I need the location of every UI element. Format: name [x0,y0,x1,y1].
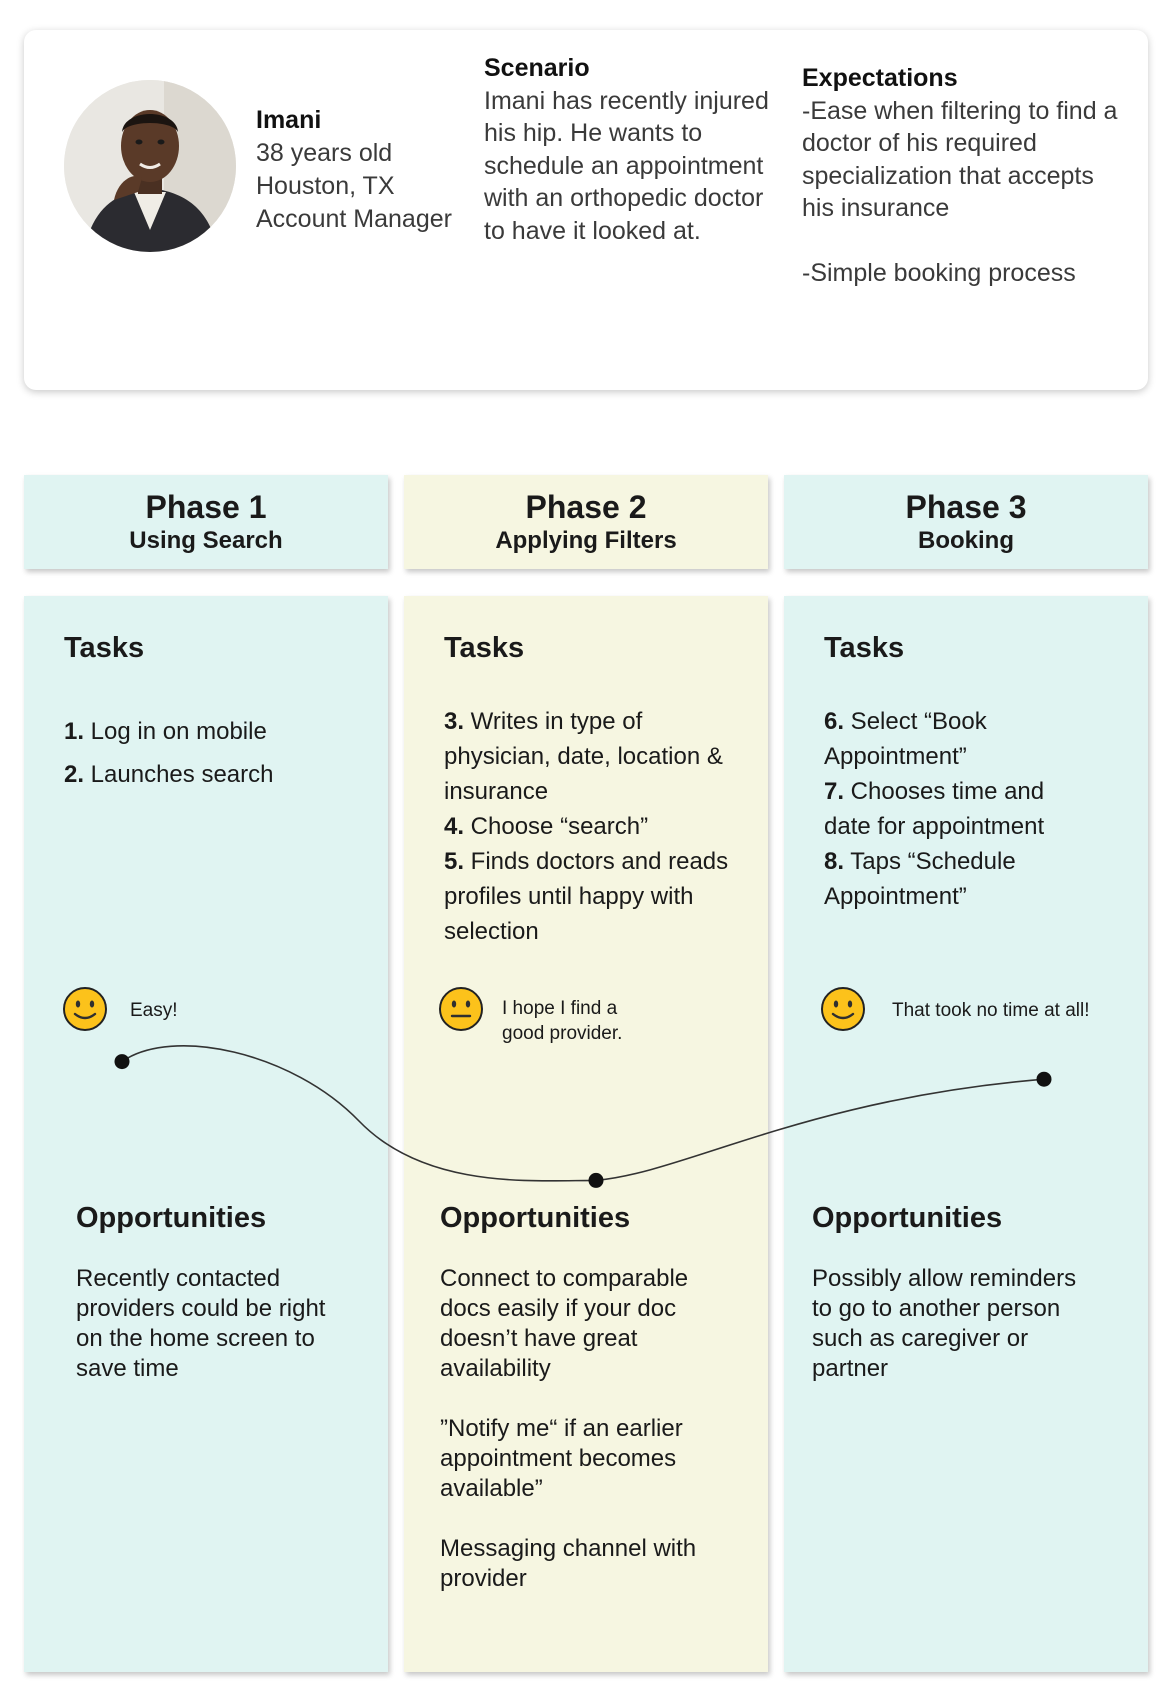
persona-details: Imani 38 years old Houston, TX Account M… [256,104,452,236]
opportunities-list: Connect to comparable docs easily if you… [440,1264,715,1624]
opportunities-heading: Opportunities [76,1202,267,1234]
persona-avatar [64,80,236,252]
scenario-heading: Scenario [484,54,590,82]
task-item: 4. Choose “search” [444,813,649,840]
scenario-section: Scenario Imani has recently injured his … [484,52,784,247]
tasks-heading: Tasks [444,632,525,664]
task-item: 8. Taps “Schedule Appointment” [824,848,1016,910]
opportunities-heading: Opportunities [440,1202,631,1234]
phase-subtitle: Applying Filters [495,527,677,554]
expectations-section: Expectations -Ease when filtering to fin… [802,62,1122,289]
opportunities-heading: Opportunities [812,1202,1003,1234]
phase-subtitle: Booking [918,527,1014,554]
phase-column-2: Tasks 3. Writes in type of physician, da… [404,596,768,1672]
feeling-text: I hope I find a good provider. [502,998,623,1044]
expectation-item: -Ease when filtering to find a doctor of… [802,96,1118,223]
smiling-face-icon [821,987,865,1031]
persona-job: Account Manager [256,205,452,233]
persona-location: Houston, TX [256,172,395,200]
phase-title: Phase 1 [145,489,267,525]
persona-age: 38 years old [256,139,393,167]
feeling-text: Easy! [130,1000,178,1021]
opportunity-item: Recently contacted providers could be ri… [76,1265,326,1382]
task-item: 6. Select “Book Appointment” [824,708,987,770]
task-item: 5. Finds doctors and reads profiles unti… [444,848,729,945]
opportunity-item: Messaging channel with provider [440,1535,697,1592]
phase-title: Phase 2 [525,489,647,525]
task-item: 1. Log in on mobile [64,718,267,745]
phase-column-1: Tasks 1. Log in on mobile 2. Launches se… [24,596,388,1672]
tasks-list: 1. Log in on mobile 2. Launches search [64,714,364,792]
phase-subtitle: Using Search [129,527,283,554]
feeling-text: That took no time at all! [892,1000,1090,1021]
task-item: 3. Writes in type of physician, date, lo… [444,708,723,805]
task-item: 2. Launches search [64,761,274,788]
phase-column-3: Tasks 6. Select “Book Appointment” 7. Ch… [784,596,1148,1672]
phase-header-3: Phase 3 Booking [784,475,1148,569]
opportunity-item: ”Notify me“ if an earlier appointment be… [440,1415,683,1502]
person-portrait-icon [64,80,236,252]
phase-title: Phase 3 [905,489,1027,525]
task-item: 7. Chooses time and date for appointment [824,778,1045,840]
tasks-heading: Tasks [64,632,145,664]
expectation-item: -Simple booking process [802,258,1076,287]
tasks-list: 3. Writes in type of physician, date, lo… [444,704,734,949]
persona-card: Imani 38 years old Houston, TX Account M… [24,30,1148,390]
phase-header-1: Phase 1 Using Search [24,475,388,569]
opportunity-item: Connect to comparable docs easily if you… [440,1265,689,1382]
neutral-face-icon [439,987,483,1031]
phase-header-2: Phase 2 Applying Filters [404,475,768,569]
scenario-text: Imani has recently injured his hip. He w… [484,86,769,245]
opportunity-item: Possibly allow reminders to go to anothe… [812,1265,1077,1382]
opportunities-list: Recently contacted providers could be ri… [76,1264,346,1414]
expectations-heading: Expectations [802,64,958,92]
tasks-list: 6. Select “Book Appointment” 7. Chooses … [824,704,1094,914]
opportunities-list: Possibly allow reminders to go to anothe… [812,1264,1097,1414]
smiling-face-icon [63,987,107,1031]
tasks-heading: Tasks [824,632,905,664]
persona-name: Imani [256,106,322,134]
